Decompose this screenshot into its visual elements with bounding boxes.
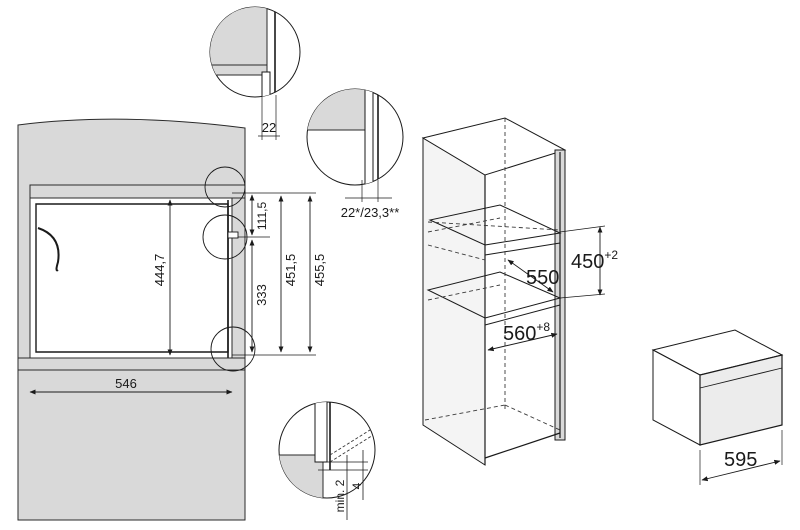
- detail-bottom: min. 2 4: [278, 401, 376, 520]
- appliance-body-outline: [35, 203, 229, 353]
- label-444-7: 444,7: [152, 254, 167, 287]
- detail-marker-bottom: [210, 326, 256, 372]
- label-451-5: 451,5: [283, 254, 298, 287]
- dim-line-560: [487, 332, 558, 352]
- label-560: 560+8: [503, 320, 550, 345]
- label-22: 22: [262, 120, 276, 135]
- hidden-upper-a: [427, 217, 501, 233]
- hidden-mid: [427, 244, 486, 261]
- label-22-23-3: 22*/23,3**: [341, 205, 400, 220]
- power-cable: [37, 227, 60, 272]
- label-546: 546: [115, 376, 137, 391]
- detail-marker-mid: [202, 214, 248, 260]
- hidden-bottom-b: [504, 404, 561, 431]
- detail-mid: 22*/23,3**: [306, 88, 404, 220]
- detail-marker-top: [204, 166, 246, 208]
- hidden-upper-b: [427, 221, 561, 231]
- label-4: 4: [350, 482, 364, 489]
- niche-top-board: [29, 184, 246, 199]
- hidden-lower-a: [427, 284, 501, 301]
- label-333: 333: [254, 284, 269, 306]
- label-min-2: min. 2: [333, 479, 347, 512]
- cabinet-bottom-front: [484, 432, 561, 459]
- tall-cabinet: 550 450+2 560+8: [421, 117, 618, 466]
- dim-line-550: [507, 259, 554, 293]
- shelf-upper-front: [484, 242, 561, 256]
- door-hinge-mark: [227, 231, 239, 239]
- niche-bottom-board: [17, 357, 246, 371]
- shelf-lower-front: [484, 304, 561, 326]
- appliance: 595: [651, 329, 784, 485]
- detail-top: 22: [209, 6, 301, 140]
- label-455-5: 455,5: [312, 254, 327, 287]
- label-550: 550: [526, 267, 559, 289]
- shelf-upper: [428, 204, 562, 246]
- dim-line-595: [701, 459, 781, 482]
- appliance-control-strip: [699, 367, 783, 389]
- cabinet-left-side: [422, 137, 486, 466]
- label-450: 450+2: [571, 248, 618, 273]
- section-view: 546 444,7 111,5 333 451,5 455,5: [17, 118, 327, 521]
- shelf-lower: [426, 271, 562, 319]
- ext-450-bottom: [559, 293, 606, 299]
- appliance-front: [699, 354, 783, 446]
- label-595: 595: [724, 449, 757, 471]
- ext-450-top: [559, 225, 606, 233]
- label-111-5: 111,5: [255, 202, 269, 231]
